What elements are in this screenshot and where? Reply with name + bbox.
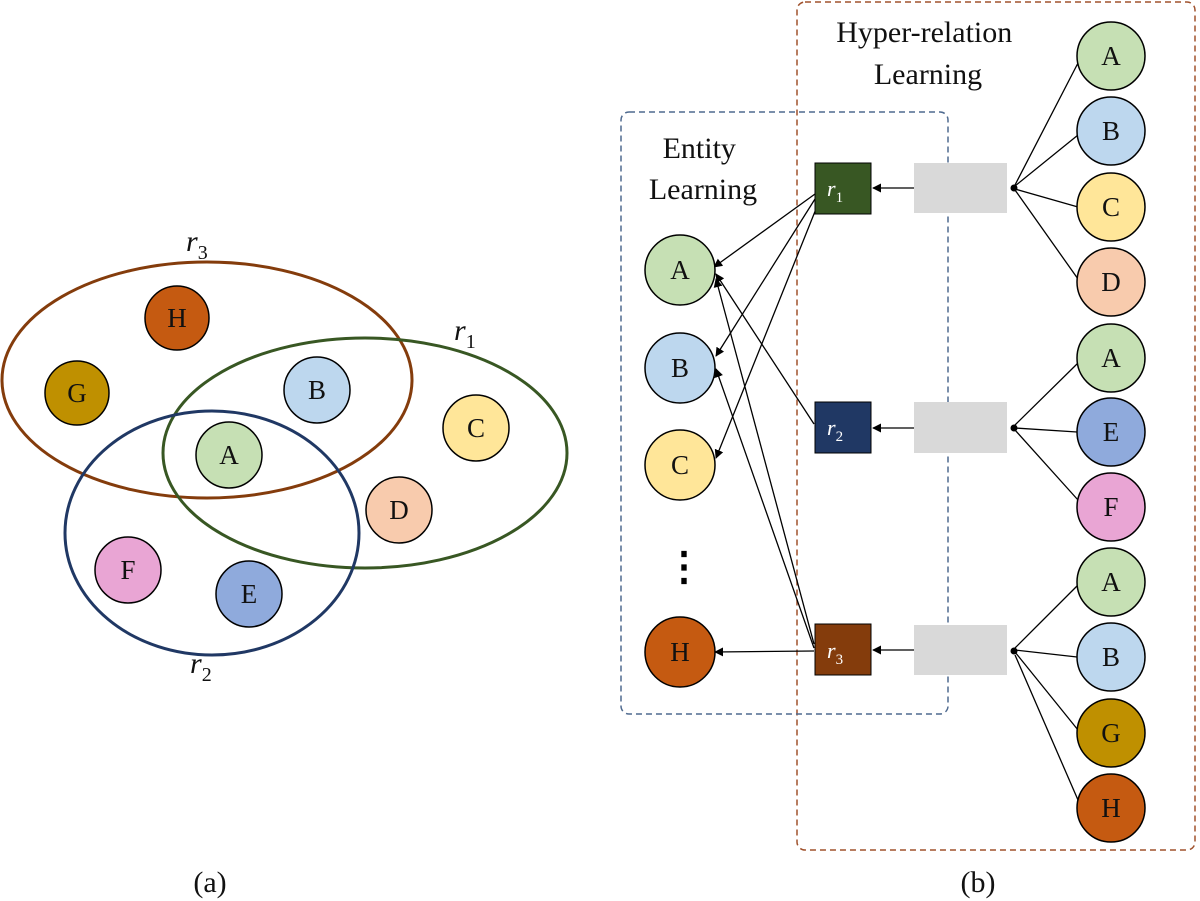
- svg-text:D: D: [389, 495, 409, 525]
- relation-node-r1: r1: [814, 162, 872, 215]
- member-node-E: E: [1076, 397, 1146, 467]
- merge-point-r1: [1010, 184, 1018, 192]
- hyperedge-r3-members: A B G H: [1076, 547, 1146, 843]
- svg-text:A: A: [1101, 567, 1121, 597]
- relation-node-r3: r3: [814, 623, 872, 676]
- entity-node-F: F: [94, 536, 162, 604]
- svg-text:B: B: [1102, 116, 1120, 146]
- relation-to-entity-arrows: [713, 193, 819, 657]
- entity-learning-title: Entity Learning: [649, 132, 757, 206]
- merge-point-r3: [1010, 647, 1018, 655]
- member-node-C: C: [1076, 172, 1146, 242]
- svg-text:H: H: [670, 637, 690, 667]
- member-node-F: F: [1076, 472, 1146, 542]
- svg-text:H: H: [167, 303, 187, 333]
- svg-text:F: F: [120, 555, 135, 585]
- svg-text:E: E: [1103, 417, 1120, 447]
- aggregator-bar-r3: [914, 625, 1007, 675]
- panel-b: Hyper-relation Learning Entity Learning: [620, 1, 1196, 899]
- svg-text:A: A: [219, 440, 239, 470]
- panel-a: r3 r1 r2 H G B A C D: [0, 225, 569, 899]
- member-node-A: A: [1076, 323, 1146, 393]
- svg-text:G: G: [1101, 718, 1121, 748]
- svg-text:G: G: [67, 378, 87, 408]
- svg-text:B: B: [308, 375, 326, 405]
- aggregator-bar-r1: [914, 163, 1007, 213]
- entity-node-E: E: [215, 560, 283, 628]
- svg-text:r2: r2: [827, 415, 843, 445]
- relation-label-r3: r3: [186, 225, 208, 264]
- relation-label-r2: r2: [190, 647, 212, 686]
- svg-text:C: C: [467, 413, 485, 443]
- member-node-A: A: [1076, 547, 1146, 617]
- svg-text:F: F: [1103, 492, 1118, 522]
- entity-node-A: A: [195, 421, 263, 489]
- hyperedge-r1-members: A B C D: [1076, 21, 1146, 317]
- svg-text:r1: r1: [827, 176, 843, 206]
- member-edges: [1014, 62, 1079, 801]
- panel-b-caption: (b): [961, 866, 996, 899]
- member-node-G: G: [1076, 698, 1146, 768]
- member-node-B: B: [1076, 96, 1146, 166]
- entity-column-B: B: [644, 332, 716, 404]
- svg-text:r3: r3: [827, 638, 843, 668]
- svg-text:C: C: [671, 450, 689, 480]
- entity-column-ellipsis: ⋮: [664, 544, 704, 589]
- entity-column-A: A: [644, 234, 716, 306]
- entity-node-G: G: [44, 360, 110, 426]
- relation-label-r1: r1: [454, 314, 476, 353]
- hyperedge-r1-ellipse: [161, 336, 569, 570]
- entity-node-H: H: [144, 285, 210, 351]
- entity-node-C: C: [442, 394, 510, 462]
- svg-text:B: B: [1102, 642, 1120, 672]
- entity-learning-box: [620, 111, 949, 715]
- svg-text:A: A: [1101, 41, 1121, 71]
- svg-text:A: A: [670, 255, 690, 285]
- entity-node-D: D: [365, 476, 433, 544]
- member-node-B: B: [1076, 622, 1146, 692]
- member-node-H: H: [1076, 773, 1146, 843]
- svg-text:E: E: [241, 579, 258, 609]
- relation-node-r2: r2: [814, 401, 872, 454]
- svg-text:H: H: [1101, 793, 1121, 823]
- entity-node-B: B: [283, 356, 351, 424]
- svg-text:B: B: [671, 353, 689, 383]
- entity-column-H: H: [644, 616, 716, 688]
- hyper-relation-learning-title: Hyper-relation Learning: [836, 16, 1020, 91]
- svg-text:C: C: [1102, 192, 1120, 222]
- panel-a-caption: (a): [193, 866, 226, 899]
- member-node-D: D: [1076, 247, 1146, 317]
- svg-text:A: A: [1101, 343, 1121, 373]
- merge-point-r2: [1010, 424, 1018, 432]
- entity-column-C: C: [644, 429, 716, 501]
- hyperedge-r2-ellipse: [63, 409, 361, 657]
- hyperedge-r3-ellipse: [0, 260, 414, 500]
- member-node-A: A: [1076, 21, 1146, 91]
- svg-text:D: D: [1101, 267, 1121, 297]
- hyper-relation-learning-box: [796, 1, 1196, 851]
- aggregator-bar-r2: [914, 402, 1007, 453]
- aggregator-arrows: [872, 183, 914, 655]
- hyperedge-r2-members: A E F: [1076, 323, 1146, 542]
